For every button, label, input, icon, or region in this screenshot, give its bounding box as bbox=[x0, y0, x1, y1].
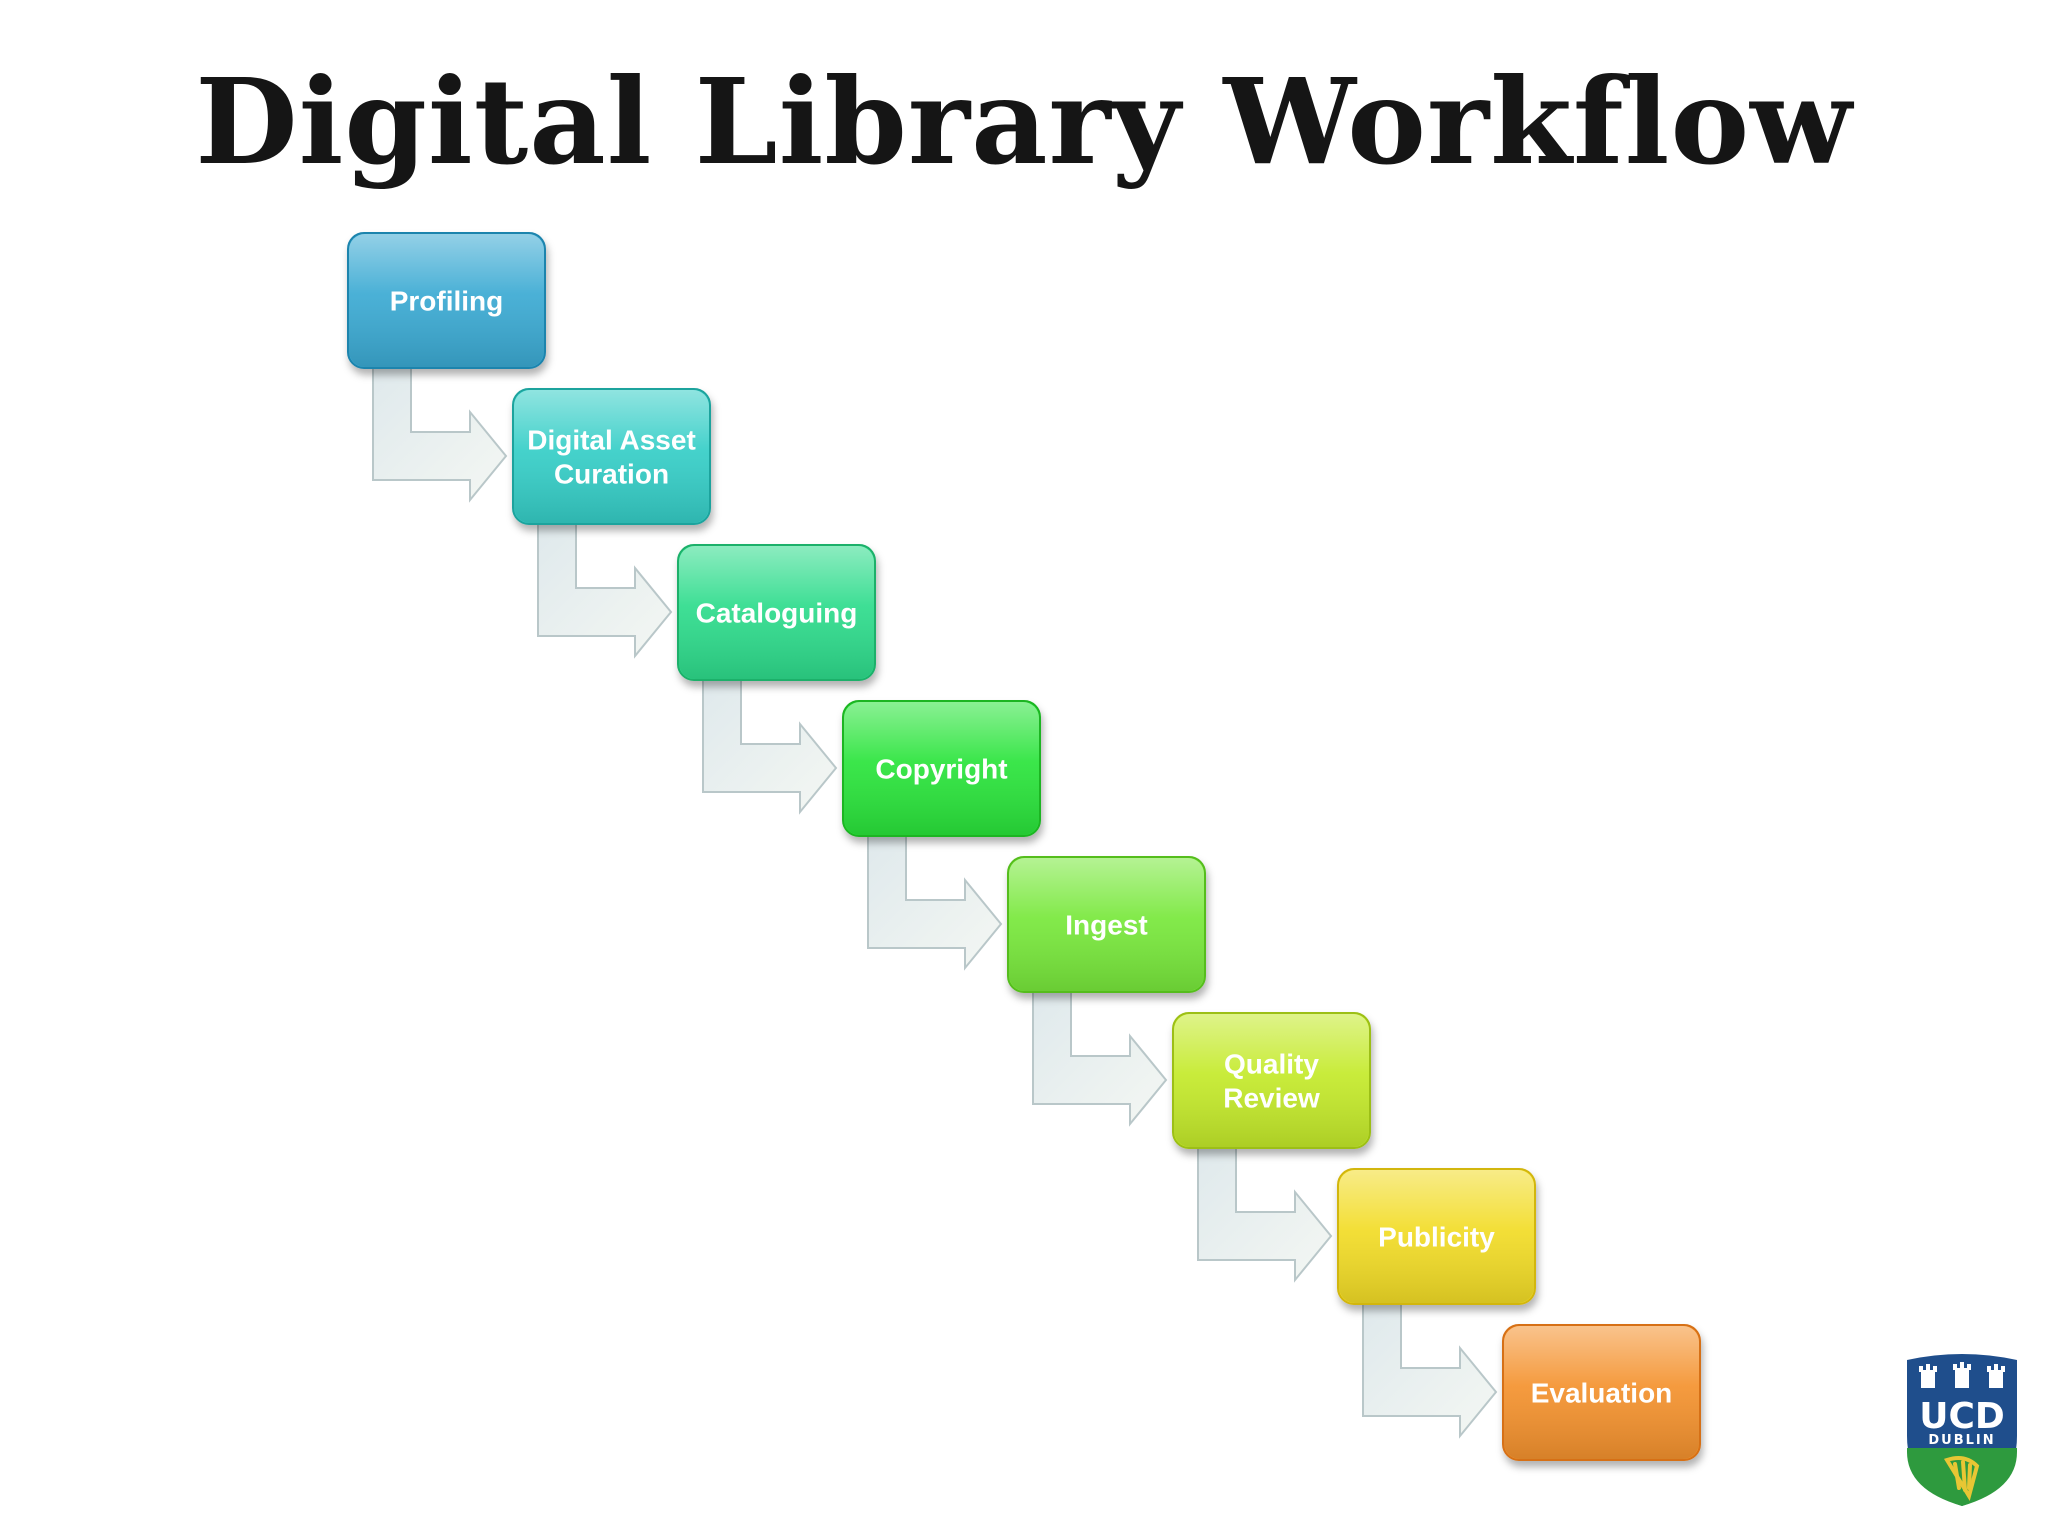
connector-arrow-3 bbox=[702, 679, 838, 815]
step-label: Evaluation bbox=[1531, 1378, 1673, 1409]
connector-arrow-4 bbox=[867, 835, 1003, 971]
step-label: Ingest bbox=[1065, 910, 1147, 941]
logo-name: UCD bbox=[1919, 1396, 2005, 1437]
step-box-gloss bbox=[1174, 1014, 1369, 1147]
step-label: Profiling bbox=[390, 286, 504, 317]
step-8: Evaluation bbox=[1502, 1324, 1701, 1461]
step-1: Profiling bbox=[347, 232, 546, 369]
connector-arrow-6 bbox=[1197, 1147, 1333, 1283]
step-label: Quality bbox=[1224, 1049, 1319, 1080]
step-7: Publicity bbox=[1337, 1168, 1536, 1305]
step-box-gloss bbox=[349, 234, 544, 367]
connector-arrow-1 bbox=[372, 367, 508, 503]
connector-arrow-2 bbox=[537, 523, 673, 659]
step-box-gloss bbox=[514, 390, 709, 523]
step-label: Curation bbox=[554, 459, 669, 490]
step-3: Cataloguing bbox=[677, 544, 876, 681]
step-label: Digital Asset bbox=[527, 425, 696, 456]
step-label: Cataloguing bbox=[696, 598, 858, 629]
step-box-gloss bbox=[1504, 1326, 1699, 1459]
harp-icon bbox=[1943, 1456, 1980, 1502]
step-label: Copyright bbox=[875, 754, 1007, 785]
slide-title: Digital Library Workflow bbox=[195, 52, 1853, 191]
step-box-gloss bbox=[1009, 858, 1204, 991]
ucd-dublin-logo: UCD DUBLIN bbox=[1907, 1354, 2017, 1506]
connector-arrow-7 bbox=[1362, 1303, 1498, 1439]
step-box-gloss bbox=[679, 546, 874, 679]
step-label: Review bbox=[1223, 1083, 1320, 1114]
step-box-gloss bbox=[1339, 1170, 1534, 1303]
connector-arrow-5 bbox=[1032, 991, 1168, 1127]
step-box-gloss bbox=[844, 702, 1039, 835]
step-label: Publicity bbox=[1378, 1222, 1495, 1253]
step-4: Copyright bbox=[842, 700, 1041, 837]
connectors bbox=[372, 367, 1498, 1439]
logo-subtitle: DUBLIN bbox=[1928, 1433, 1995, 1448]
step-5: Ingest bbox=[1007, 856, 1206, 993]
